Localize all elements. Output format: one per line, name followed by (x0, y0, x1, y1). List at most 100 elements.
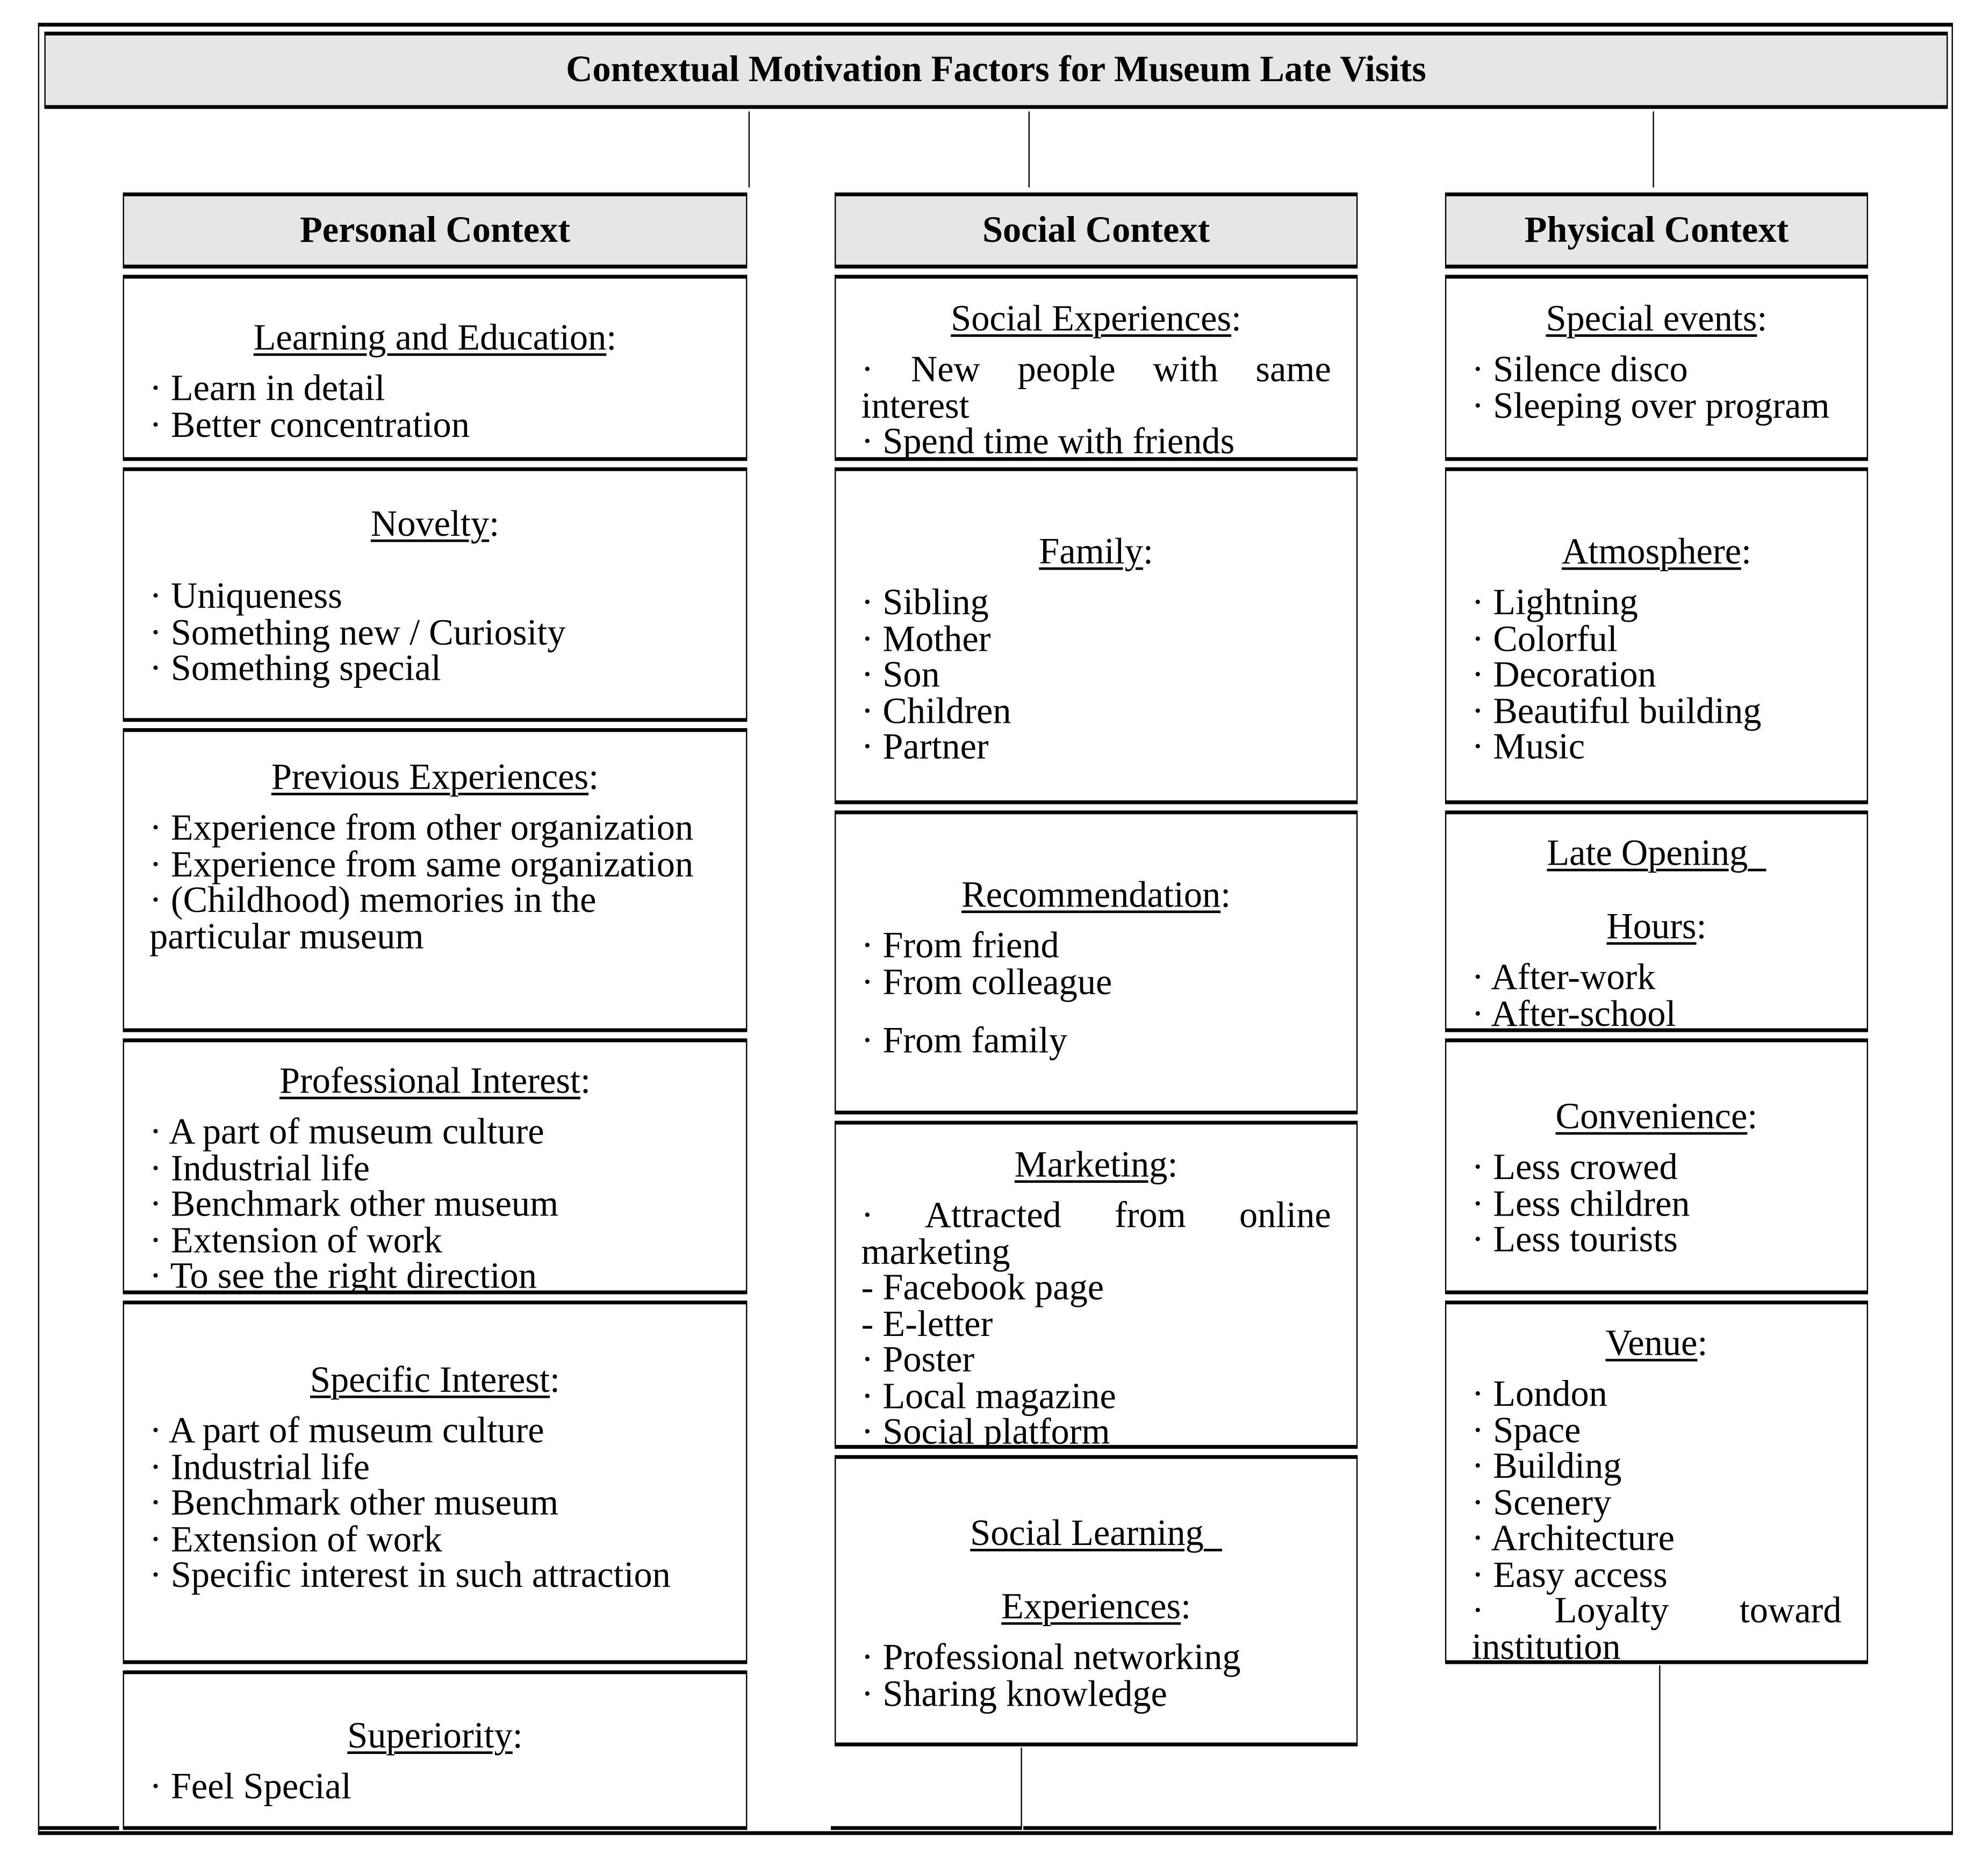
factor-heading: Atmosphere (1471, 532, 1841, 572)
column-header-physical: Physical Context (1445, 192, 1868, 269)
factor-heading-text: Social Experiences (951, 299, 1232, 340)
column-header-personal: Personal Context (123, 192, 748, 269)
factor-item: · Industrial life (149, 1148, 370, 1189)
factor-item: - Facebook page (861, 1267, 1104, 1309)
outer-frame (38, 23, 1953, 1834)
factor-box: Marketing · Attracted from online marketi… (834, 1120, 1358, 1449)
factor-heading-text: Professional Interest (279, 1061, 580, 1102)
factor-item: · Loyalty toward institution (1471, 1590, 1842, 1664)
factor-heading: Specific Interest (149, 1360, 721, 1401)
factor-heading: Novelty (149, 504, 721, 545)
heading-underline-space (1748, 833, 1766, 874)
heading-colon (489, 504, 499, 544)
factor-item: · Less tourists (1471, 1219, 1678, 1260)
factor-heading: Social Learning (861, 1513, 1331, 1554)
heading-colon (580, 1061, 591, 1102)
factor-box: Learning and Education · Learn in detail·… (123, 275, 748, 461)
factor-item: · After-school (1471, 993, 1676, 1032)
factor-item: · Scenery (1471, 1482, 1612, 1523)
factor-item: · Feel Special (149, 1766, 351, 1807)
factor-heading-text: Specific Interest (310, 1360, 550, 1401)
factor-box: Convenience · Less crowed· Less children·… (1445, 1038, 1868, 1295)
factor-item: · Social platform (861, 1412, 1110, 1449)
factor-item: · Children (861, 691, 1011, 731)
diagram-title: Contextual Motivation Factors for Museum… (44, 31, 1948, 109)
bottom-line (38, 1826, 119, 1830)
heading-colon (1747, 1097, 1757, 1137)
factor-item: · Poster (861, 1340, 975, 1381)
factor-box: Previous Experiences· Experience from ot… (123, 728, 748, 1032)
factor-item: · Experience from same organization (149, 844, 694, 885)
factor-heading-text: Venue (1605, 1323, 1698, 1364)
factor-box: Professional Interest · A part of museum … (123, 1038, 748, 1295)
factor-heading-text: Experiences (1001, 1586, 1181, 1628)
factor-heading-text: Marketing (1014, 1145, 1168, 1185)
factor-item: · Learn in detail (149, 368, 385, 409)
factor-heading-text: Novelty (370, 504, 490, 545)
factor-item: · Space (1471, 1410, 1581, 1451)
factor-item: · From family (861, 1020, 1067, 1061)
heading-underline-space (1204, 1513, 1222, 1554)
factor-heading: Professional Interest (149, 1061, 721, 1102)
factor-heading-text: Late Opening (1547, 833, 1748, 874)
factor-item: · Less crowed (1471, 1147, 1678, 1188)
factor-heading-text: Superiority (347, 1716, 513, 1757)
factor-item: · Colorful (1471, 619, 1618, 659)
factor-item: · Specific interest in such attraction (149, 1555, 671, 1596)
factor-item: · Architecture (1471, 1518, 1675, 1559)
factor-heading-text: Hours (1606, 907, 1697, 947)
factor-box: Special events · Silence disco· Sleeping … (1445, 275, 1868, 461)
factor-heading: Experiences (861, 1586, 1331, 1628)
factor-box: Specific Interest· A part of museum cult… (123, 1300, 748, 1664)
factor-box: Recommendation· From friend· From collea… (834, 810, 1358, 1115)
factor-item: · A part of museum culture (149, 1112, 544, 1153)
factor-heading: Late Opening (1471, 833, 1841, 874)
factor-heading: Special events (1471, 299, 1841, 340)
factor-item: · Beautiful building (1471, 691, 1762, 731)
heading-colon (1757, 299, 1767, 339)
factor-item: · Extension of work (149, 1220, 442, 1261)
factor-heading-text: Recommendation (961, 875, 1221, 916)
factor-item: · Attracted from online marketing (861, 1195, 1331, 1273)
factor-heading: Family (861, 531, 1331, 573)
factor-item: · Building (1471, 1446, 1622, 1487)
heading-colon (588, 757, 599, 797)
factor-item: · Sibling (861, 583, 989, 623)
factor-box: Social Learning Experiences · Professiona… (834, 1455, 1358, 1746)
factor-heading-text: Special events (1546, 299, 1757, 340)
heading-colon (1167, 1145, 1177, 1185)
factor-item: · Industrial life (149, 1447, 370, 1487)
factor-item: · After-work (1471, 957, 1656, 998)
heading-colon (1696, 907, 1706, 947)
factor-item: · Benchmark other museum (149, 1184, 559, 1225)
connector-physical (1653, 111, 1655, 188)
factor-item: · Something special (149, 648, 441, 689)
factor-item: · New people with same interest (861, 349, 1331, 426)
connector-social-bottom (1021, 1748, 1023, 1830)
factor-heading-text: Social Learning (970, 1513, 1204, 1554)
factor-item: · From friend (861, 925, 1059, 967)
factor-item: · Professional networking (861, 1637, 1241, 1678)
heading-colon (550, 1360, 560, 1400)
factor-item: · Silence disco (1471, 349, 1688, 390)
factor-heading-text: Learning and Education (253, 318, 607, 358)
factor-item: · Sharing knowledge (861, 1673, 1167, 1714)
factor-item: · London (1471, 1374, 1607, 1415)
heading-colon (1143, 532, 1153, 572)
heading-colon (1220, 875, 1231, 915)
factor-box: Family· Sibling· Mother· Son· Children· … (834, 467, 1358, 804)
factor-item: · Sleeping over program (1471, 385, 1830, 426)
factor-item: · Decoration (1471, 655, 1656, 695)
factor-heading-text: Convenience (1555, 1096, 1748, 1138)
factor-heading-text: Family (1039, 531, 1143, 573)
factor-heading: Previous Experiences (149, 757, 721, 797)
factor-heading: Learning and Education (149, 318, 721, 358)
heading-colon (1741, 532, 1751, 572)
factor-item: · Lightning (1471, 583, 1638, 623)
factor-item: · Extension of work (149, 1519, 442, 1560)
heading-colon (1231, 299, 1241, 339)
factor-item: · Better concentration (149, 404, 470, 445)
factor-item: · Less children (1471, 1183, 1690, 1224)
factor-box: Social Experiences · New people with same… (834, 275, 1358, 461)
